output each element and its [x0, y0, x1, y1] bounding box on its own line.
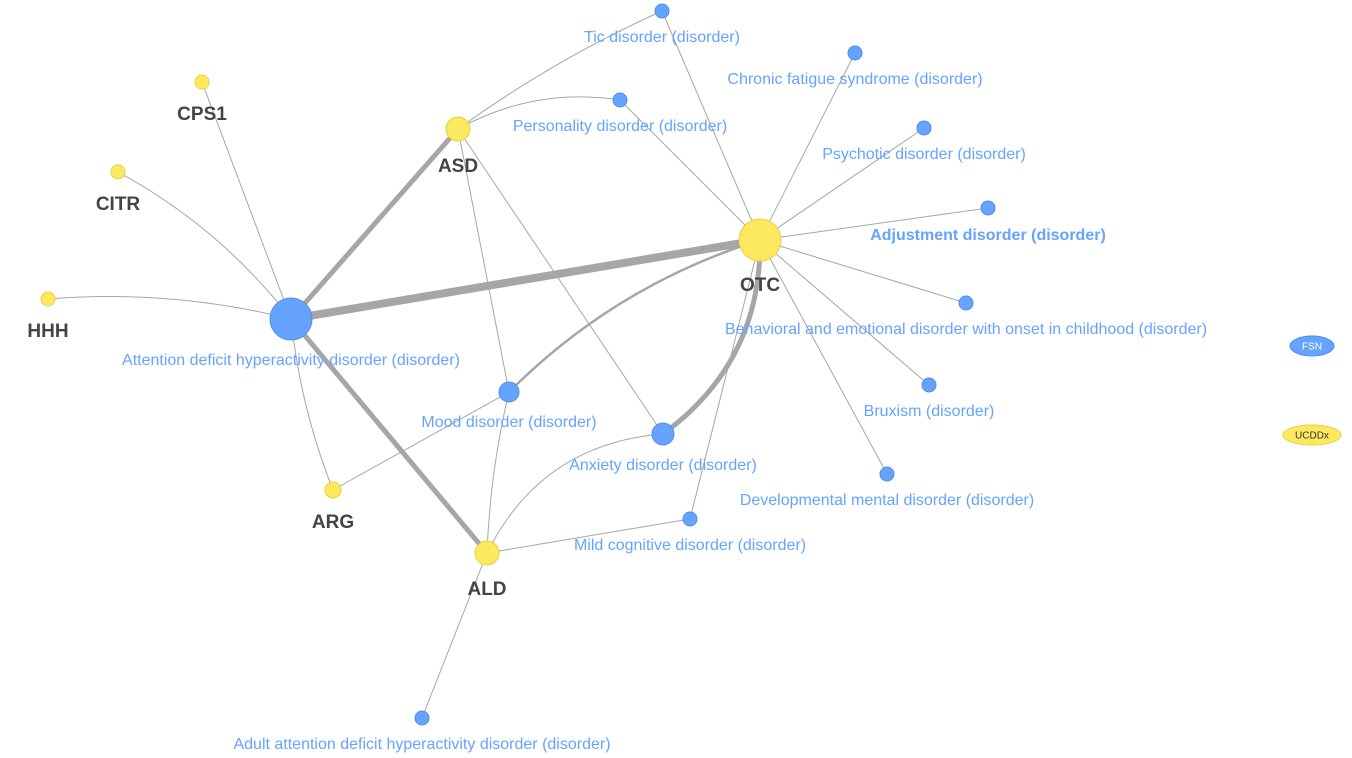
disorder-node-tic[interactable]: [654, 3, 670, 19]
disorder-node-aadhd[interactable]: [414, 710, 430, 726]
gene-label-citr: CITR: [96, 194, 141, 215]
disorder-node-behav[interactable]: [958, 295, 974, 311]
disorder-label-mild: Mild cognitive disorder (disorder): [574, 537, 806, 554]
edge-ald-anx: [486, 433, 664, 554]
disorder-node-anx[interactable]: [651, 422, 675, 446]
disorder-node-adhd[interactable]: [269, 297, 313, 341]
disorder-node-cfs[interactable]: [847, 45, 863, 61]
disorder-label-adhd: Attention deficit hyperactivity disorder…: [122, 352, 460, 369]
disorder-label-psych: Psychotic disorder (disorder): [822, 146, 1026, 163]
disorder-label-cfs: Chronic fatigue syndrome (disorder): [727, 71, 982, 88]
gene-node-cps1[interactable]: [194, 74, 210, 90]
gene-node-asd[interactable]: [445, 116, 471, 142]
edge-ald-aadhd: [421, 552, 488, 719]
disorder-node-psych[interactable]: [916, 120, 932, 136]
edge-asd-mood: [457, 128, 510, 393]
disorder-label-aadhd: Adult attention deficit hyperactivity di…: [233, 736, 610, 753]
edge-otc-psych: [759, 127, 925, 241]
edge-asd-tic: [457, 10, 663, 130]
edge-adhd-citr: [117, 171, 292, 320]
edge-otc-tic: [661, 10, 761, 241]
edge-otc-brux: [759, 239, 930, 386]
edge-otc-anx: [660, 237, 763, 437]
disorder-node-mild[interactable]: [682, 511, 698, 527]
edge-adhd-cps1: [201, 81, 292, 320]
disorder-node-adj[interactable]: [980, 200, 996, 216]
gene-node-hhh[interactable]: [40, 291, 56, 307]
gene-node-arg[interactable]: [324, 481, 342, 499]
edge-otc-behav: [759, 239, 967, 304]
gene-label-ald: ALD: [467, 579, 506, 600]
disorder-node-dev[interactable]: [879, 466, 895, 482]
gene-label-arg: ARG: [312, 512, 354, 533]
edge-mood-ald: [486, 391, 510, 554]
disorder-label-mood: Mood disorder (disorder): [421, 414, 596, 431]
disorder-label-tic: Tic disorder (disorder): [584, 29, 740, 46]
edge-otc-cfs: [759, 52, 856, 241]
disorder-node-mood[interactable]: [498, 381, 520, 403]
edge-adhd-otc: [287, 236, 764, 323]
gene-label-asd: ASD: [438, 156, 478, 177]
edges-layer: [47, 10, 989, 719]
disorder-label-adj: Adjustment disorder (disorder): [870, 227, 1106, 244]
disorder-node-brux[interactable]: [921, 377, 937, 393]
gene-node-citr[interactable]: [110, 164, 126, 180]
isolated-node-fsn[interactable]: [1289, 335, 1335, 357]
edge-adhd-asd: [288, 126, 461, 322]
disorder-label-dev: Developmental mental disorder (disorder): [740, 492, 1034, 509]
nodes-layer: [40, 3, 1342, 726]
gene-label-otc: OTC: [740, 275, 780, 296]
edge-asd-anx: [457, 128, 664, 435]
gene-node-otc[interactable]: [738, 218, 782, 262]
edge-ald-mild: [486, 518, 691, 554]
disorder-label-pers: Personality disorder (disorder): [513, 118, 727, 135]
isolated-label-fsn: FSN: [1302, 342, 1322, 353]
disorder-label-anx: Anxiety disorder (disorder): [569, 457, 757, 474]
isolated-node-ucddx[interactable]: [1282, 424, 1342, 446]
edge-adhd-hhh: [47, 296, 292, 320]
gene-node-ald[interactable]: [474, 540, 500, 566]
disorder-node-pers[interactable]: [612, 92, 628, 108]
edge-otc-adj: [759, 207, 989, 241]
disorder-label-behav: Behavioral and emotional disorder with o…: [725, 321, 1207, 338]
gene-label-hhh: HHH: [27, 321, 68, 342]
edge-otc-mood: [507, 238, 762, 394]
disorder-label-brux: Bruxism (disorder): [864, 403, 995, 420]
gene-label-cps1: CPS1: [177, 104, 227, 125]
edge-otc-mild: [689, 239, 761, 520]
edge-mood-arg: [332, 391, 510, 491]
edge-adhd-ald: [288, 316, 490, 556]
isolated-label-ucddx: UCDDx: [1295, 431, 1329, 442]
edge-asd-pers: [457, 96, 621, 130]
edge-otc-dev: [759, 239, 888, 475]
edge-otc-pers: [619, 99, 761, 241]
